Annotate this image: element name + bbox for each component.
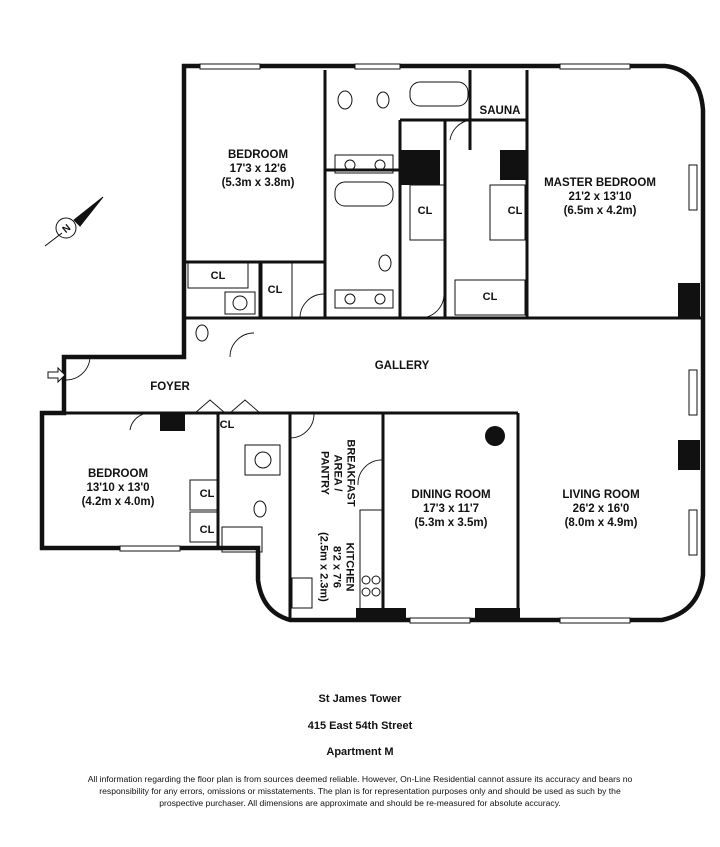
- room-label-master-bedroom: MASTER BEDROOM 21'2 x 13'10 (6.5m x 4.2m…: [544, 177, 656, 217]
- dining-column: [485, 426, 505, 446]
- room-label-breakfast-area: BREAKFAST AREA / PANTRY: [318, 439, 357, 507]
- floor-plan: N: [39, 63, 706, 624]
- room-label-kitchen: KITCHEN 8'2 x 7'6 (2.5m x 2.3m): [317, 532, 356, 602]
- door-swings: [65, 119, 471, 486]
- windows: [119, 63, 698, 624]
- room-label-dining-room: DINING ROOM 17'3 x 11'7 (5.3m x 3.5m): [411, 489, 491, 529]
- room-label-sauna: SAUNA: [479, 105, 521, 117]
- closet-label: CL: [267, 284, 283, 296]
- closet-label: CL: [199, 488, 215, 500]
- room-label-bedroom1: BEDROOM 17'3 x 12'6 (5.3m x 3.8m): [221, 149, 295, 189]
- columns: [160, 150, 700, 620]
- interior-walls: [42, 70, 703, 620]
- disclaimer: All information regarding the floor plan…: [87, 774, 633, 808]
- fixtures: [195, 81, 469, 611]
- north-compass-icon: N: [44, 196, 104, 247]
- closets: [187, 184, 526, 543]
- room-label-living-room: LIVING ROOM 26'2 x 16'0 (8.0m x 4.9m): [562, 489, 640, 529]
- room-label-foyer: FOYER: [150, 381, 190, 393]
- closet-label: CL: [199, 524, 215, 536]
- room-label-gallery: GALLERY: [374, 360, 430, 372]
- closet-label: CL: [417, 205, 433, 217]
- closet-label: CL: [219, 419, 235, 431]
- closet-label: CL: [210, 270, 226, 282]
- outer-walls: [39, 63, 706, 623]
- building-address: 415 East 54th Street: [307, 720, 413, 732]
- building-name: St James Tower: [318, 693, 402, 705]
- closet-label: CL: [482, 291, 498, 303]
- entry-arrow-icon: [47, 366, 66, 384]
- room-label-bedroom2: BEDROOM 13'10 x 13'0 (4.2m x 4.0m): [81, 468, 155, 508]
- apartment-name: Apartment M: [326, 746, 394, 758]
- closet-label: CL: [507, 205, 523, 217]
